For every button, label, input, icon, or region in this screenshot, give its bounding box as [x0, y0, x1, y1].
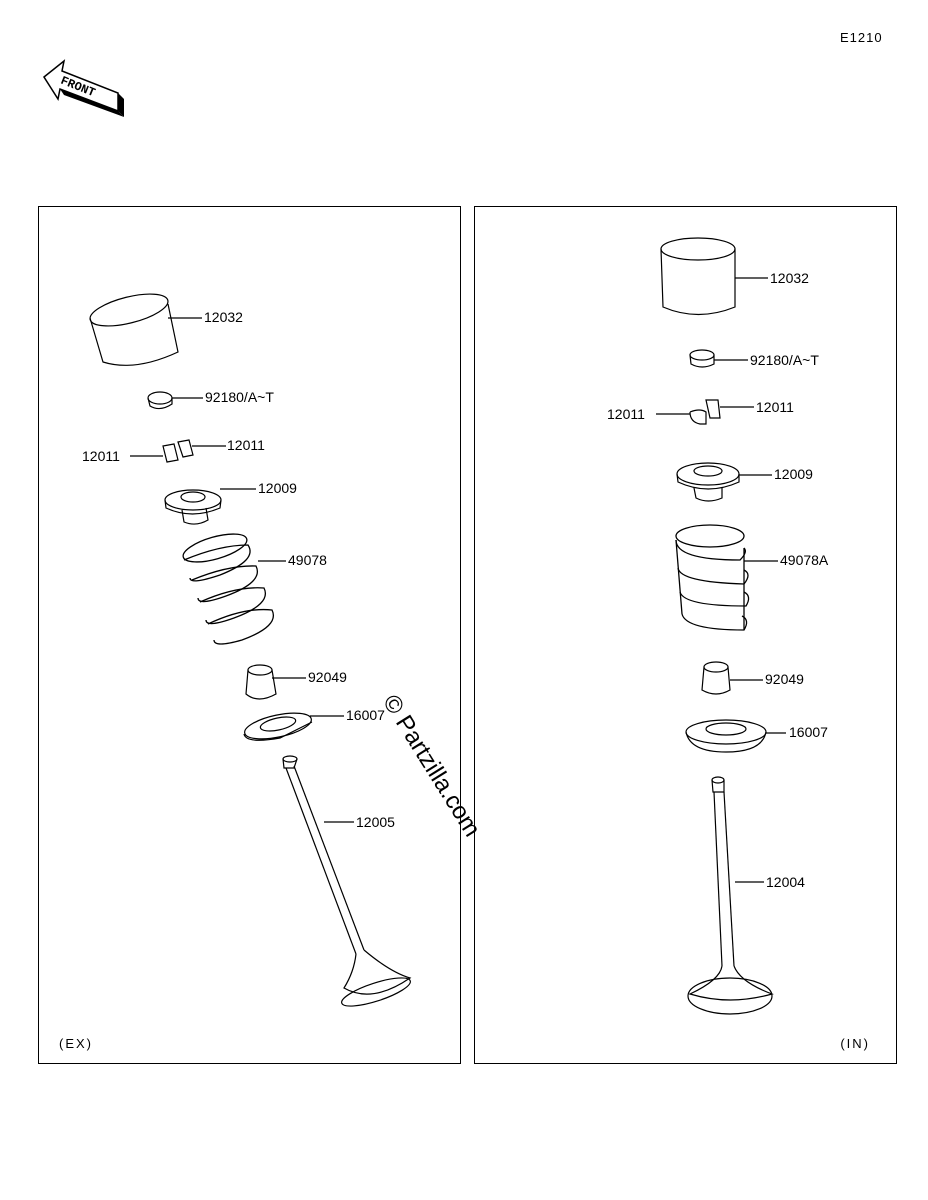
ex-label-shim: 92180/A~T — [205, 389, 274, 405]
panel-tag-in: (IN) — [840, 1036, 870, 1051]
panel-tag-ex: (EX) — [59, 1036, 93, 1051]
in-label-tappet: 12032 — [770, 270, 809, 286]
in-label-valve: 12004 — [766, 874, 805, 890]
ex-label-cotter-left: 12011 — [82, 448, 120, 464]
in-label-retainer: 12009 — [774, 466, 813, 482]
ex-label-cotter-right: 12011 — [227, 437, 265, 453]
in-shim[interactable] — [689, 349, 715, 368]
in-valve-seat[interactable] — [685, 719, 767, 753]
ex-tappet[interactable] — [87, 288, 179, 366]
ex-label-retainer: 12009 — [258, 480, 297, 496]
in-label-shim: 92180/A~T — [750, 352, 819, 368]
in-label-cotter-right: 12011 — [756, 399, 794, 415]
diagram-code: E1210 — [840, 30, 883, 45]
in-label-seat: 16007 — [789, 724, 828, 740]
ex-valve[interactable] — [282, 755, 413, 1012]
in-label-guide: 92049 — [765, 671, 804, 687]
in-label-spring: 49078A — [780, 552, 829, 568]
in-spring[interactable] — [675, 524, 750, 631]
ex-label-spring: 49078 — [288, 552, 327, 568]
exhaust-panel: (EX) — [38, 206, 461, 1064]
ex-label-guide: 92049 — [308, 669, 347, 685]
ex-shim[interactable] — [147, 391, 173, 410]
in-retainer[interactable] — [676, 462, 740, 502]
in-valve[interactable] — [687, 776, 774, 1015]
in-valve-guide[interactable] — [701, 661, 731, 695]
ex-valve-seat[interactable] — [242, 708, 313, 744]
in-tappet[interactable] — [660, 237, 736, 316]
ex-cotters[interactable] — [162, 439, 194, 463]
ex-label-tappet: 12032 — [204, 309, 243, 325]
ex-label-seat: 16007 — [346, 707, 385, 723]
ex-valve-guide[interactable] — [245, 664, 277, 700]
in-label-cotter-left: 12011 — [607, 406, 645, 422]
intake-panel: (IN) — [474, 206, 897, 1064]
ex-label-valve: 12005 — [356, 814, 395, 830]
ex-retainer[interactable] — [164, 489, 222, 525]
ex-spring[interactable] — [180, 528, 274, 645]
in-cotters[interactable] — [689, 399, 721, 425]
front-arrow-icon: FRONT — [43, 59, 124, 117]
